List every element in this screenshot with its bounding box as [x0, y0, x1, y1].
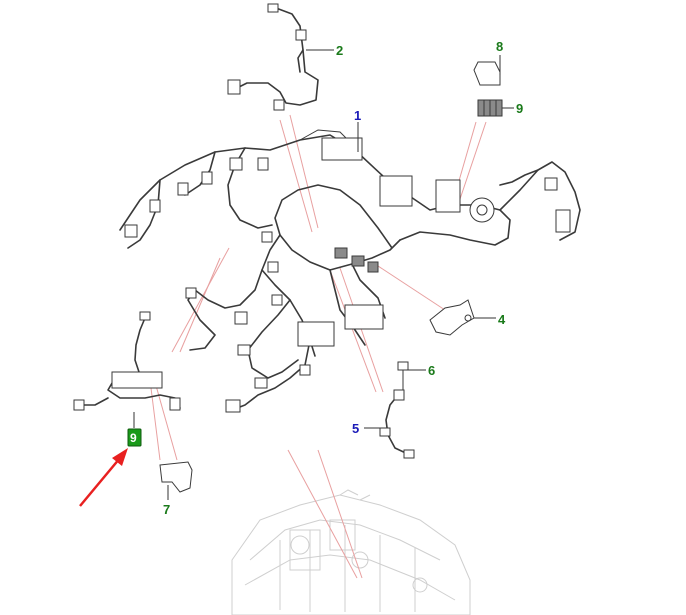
sub-harness-9-lower[interactable] [73, 311, 181, 411]
bracket-4[interactable] [429, 299, 475, 336]
sub-harness-2[interactable] [227, 3, 319, 111]
callout-2: 2 [336, 43, 343, 58]
engine-block-ghost [231, 489, 471, 615]
arrow-shaft [79, 457, 121, 507]
callout-1: 1 [354, 108, 361, 123]
bolt-6[interactable] [397, 361, 409, 390]
callout-5: 5 [352, 421, 359, 436]
arrow-head [112, 448, 128, 466]
red-arrow [79, 448, 128, 507]
callout-9-top: 9 [516, 101, 523, 116]
clip-7[interactable] [159, 461, 193, 493]
pointer-lines [149, 114, 487, 579]
highlight-box [127, 428, 142, 447]
callout-4: 4 [498, 312, 506, 327]
callout-labels: 1 2 4 5 6 7 8 9 [163, 39, 523, 517]
sub-harness-5[interactable] [379, 389, 415, 459]
connector-9-top[interactable] [477, 99, 503, 117]
callout-9-highlighted: 9 [130, 431, 137, 445]
callout-7: 7 [163, 502, 170, 517]
highlighted-callout-9[interactable]: 9 [127, 428, 142, 447]
callout-6: 6 [428, 363, 435, 378]
main-engine-harness-1[interactable] [119, 129, 581, 413]
relay-8[interactable] [473, 61, 501, 86]
leader-lines [133, 49, 514, 500]
callout-8: 8 [496, 39, 503, 54]
